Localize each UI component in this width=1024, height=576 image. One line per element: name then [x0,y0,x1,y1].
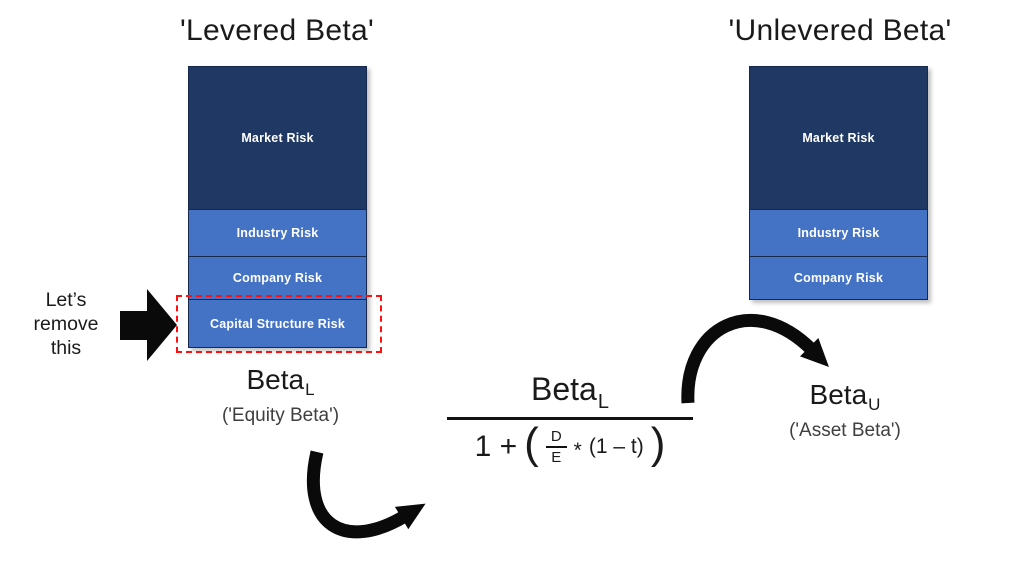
beta-base: Beta [809,379,868,410]
lets-remove-this-label: Let’s remove this [16,288,116,360]
segment-company-risk: Company Risk [749,257,928,300]
capital-structure-highlight-box [176,295,382,353]
segment-market-risk: Market Risk [188,66,367,210]
formula-numerator: BetaL [447,371,693,414]
segment-label: Company Risk [232,271,323,285]
equity-term: E [551,449,562,466]
beta-unlevered-label: BetaU ('Asset Beta') [765,379,925,442]
beta-levered-label: BetaL ('Equity Beta') [193,364,368,427]
debt-equity-fraction: D E [545,428,567,467]
tax-term: (1 – t) [588,435,644,458]
asset-beta-alias: ('Asset Beta') [789,420,901,441]
debt-term: D [545,428,567,448]
beta-subscript: L [597,391,609,413]
segment-market-risk: Market Risk [749,66,928,210]
segment-company-risk: Company Risk [188,257,367,300]
levered-beta-stack: Market Risk Industry Risk Company Risk C… [188,66,367,348]
segment-industry-risk: Industry Risk [188,210,367,257]
open-paren: ( [524,419,539,468]
close-paren: ) [650,419,666,468]
segment-capital-structure-risk: Capital Structure Risk [188,300,367,348]
beta-subscript: L [305,380,315,399]
equity-beta-alias: ('Equity Beta') [221,405,340,426]
unlevered-beta-stack: Market Risk Industry Risk Company Risk [749,66,928,300]
segment-industry-risk: Industry Risk [749,210,928,257]
remove-block-arrow-icon [120,289,177,361]
segment-label: Market Risk [802,131,875,145]
curved-arrow-to-formula-icon [306,450,426,539]
beta-base: Beta [246,364,305,395]
fraction-line [447,417,693,420]
segment-label: Company Risk [793,271,884,285]
annotation-line: remove [33,313,99,335]
unlevered-beta-title: 'Unlevered Beta' [728,14,952,47]
unlever-beta-formula: BetaL 1 + ( D E * (1 – t) ) [447,371,693,473]
beta-levered-symbol: BetaL [193,364,368,400]
annotation-line: Let’s [45,289,87,311]
levered-beta-title: 'Levered Beta' [179,14,375,47]
segment-label: Market Risk [241,131,314,145]
segment-label: Industry Risk [797,226,880,240]
segment-label: Capital Structure Risk [210,316,345,331]
beta-unlevered-symbol: BetaU [765,379,925,415]
one-plus: 1 + [474,430,518,463]
annotation-line: this [50,337,82,359]
formula-denominator: 1 + ( D E * (1 – t) ) [447,421,693,473]
multiply-operator: * [573,439,582,462]
beta-subscript: U [868,395,881,414]
segment-label: Industry Risk [236,226,319,240]
beta-base: Beta [531,371,597,407]
